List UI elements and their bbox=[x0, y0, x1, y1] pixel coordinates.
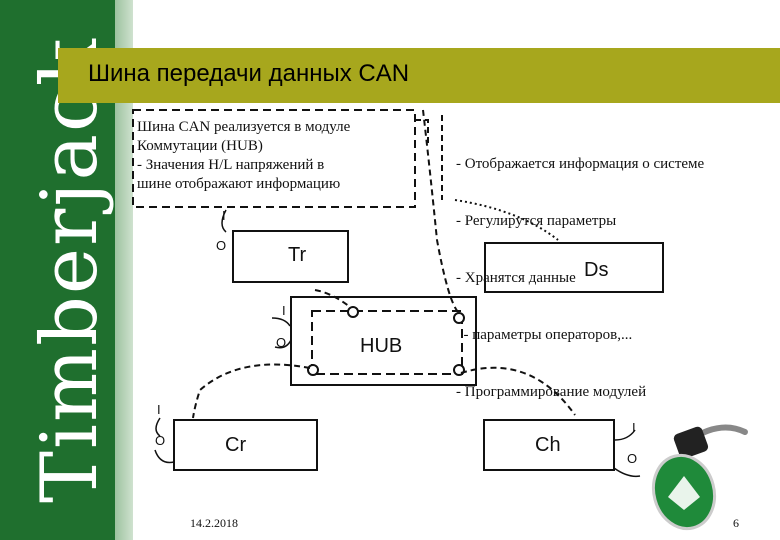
cr-io-arrow-i bbox=[155, 417, 161, 437]
note-left: Шина CAN реализуется в модуле Коммутации… bbox=[137, 118, 350, 194]
note-left-line: шине отображают информацию bbox=[137, 176, 341, 192]
tr-label: Tr bbox=[288, 244, 307, 266]
link-hub-ds-bus bbox=[422, 109, 459, 313]
cr-output-label: O bbox=[155, 433, 166, 448]
cr-label: Cr bbox=[225, 434, 247, 456]
note-right-line: - Отображается информация о системе bbox=[456, 156, 705, 172]
hub-input-label: I bbox=[282, 303, 286, 318]
ch-input-label: I bbox=[632, 420, 636, 435]
link-ch-hub bbox=[460, 366, 576, 416]
ch-label: Ch bbox=[535, 434, 561, 456]
ch-io-arrow-i bbox=[614, 429, 636, 441]
tr-io-arrow bbox=[221, 209, 227, 233]
ds-label: Ds bbox=[584, 259, 609, 281]
note-box-left bbox=[132, 109, 416, 208]
key-fob-icon bbox=[651, 424, 748, 531]
hub-output-label: O bbox=[276, 335, 287, 350]
ch-box bbox=[483, 419, 615, 471]
page-number: 6 bbox=[733, 516, 739, 530]
note-right-line: - Хранятся данные bbox=[456, 270, 576, 286]
slide-title: Шина передачи данных CAN bbox=[88, 60, 410, 87]
note-right-line: - Программирование модулей bbox=[456, 384, 647, 400]
hub-label: HUB bbox=[360, 335, 403, 357]
footer-date: 14.2.2018 bbox=[190, 516, 238, 530]
hub-io-arrow-i bbox=[271, 317, 291, 327]
hub-io-arrow-o bbox=[274, 339, 292, 349]
tr-box bbox=[232, 230, 349, 283]
note-right-line: - Регулирутся параметры bbox=[456, 213, 617, 229]
ch-io-arrow-o bbox=[613, 467, 641, 478]
ch-output-label: O bbox=[627, 451, 638, 466]
sidebar-strip bbox=[115, 0, 133, 540]
note-left-line: - Значения H/L напряжений в bbox=[137, 157, 325, 173]
cr-input-label: I bbox=[157, 402, 161, 417]
note-left-line: Коммутации (HUB) bbox=[137, 138, 263, 154]
hub-port-ds bbox=[453, 312, 465, 324]
note-bracket bbox=[415, 119, 429, 145]
tr-input-label: I bbox=[222, 208, 226, 223]
title-bar bbox=[58, 48, 780, 103]
hub-inner-bus bbox=[311, 310, 463, 375]
note-right: - Отображается информация о системе - Ре… bbox=[456, 117, 704, 421]
note-right-line: - параметры операторов,... bbox=[456, 327, 633, 343]
ds-box bbox=[484, 242, 664, 293]
hub-port-cr bbox=[307, 364, 319, 376]
link-cr-hub bbox=[192, 363, 311, 419]
link-tr-hub bbox=[314, 289, 351, 308]
link-note-ds bbox=[454, 199, 559, 241]
hub-port-tr bbox=[347, 306, 359, 318]
cr-io-arrow-o bbox=[154, 449, 175, 464]
note-left-line: Шина CAN реализуется в модуле bbox=[137, 119, 351, 135]
cr-box bbox=[173, 419, 318, 471]
tr-output-label: O bbox=[216, 238, 227, 253]
